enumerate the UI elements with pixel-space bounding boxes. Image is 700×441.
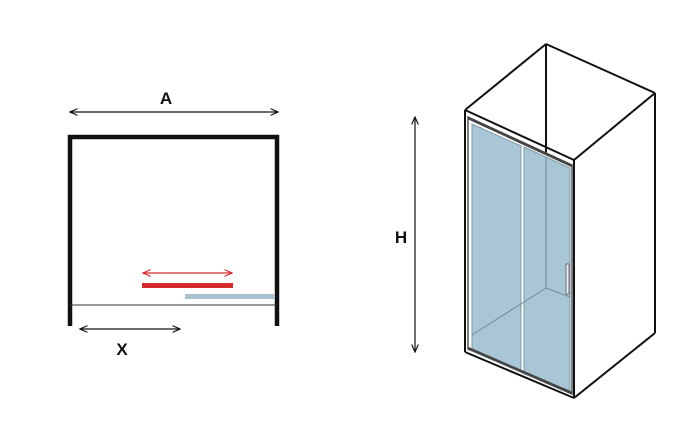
top-rail: [467, 116, 573, 168]
sliding-glass-pane: [523, 146, 571, 392]
enclosure-walls: [67, 134, 280, 326]
floor-line: [471, 287, 571, 336]
perspective-view: H: [395, 43, 656, 399]
fixed-glass-pane: [471, 123, 522, 373]
door-handle: [565, 263, 570, 295]
glass-door: [467, 115, 573, 396]
width-label: A: [160, 89, 172, 108]
sliding-panel: [142, 283, 233, 288]
fixed-panel: [185, 294, 275, 299]
plan-view: A X: [67, 89, 280, 359]
bottom-rail: [467, 346, 573, 395]
height-label: H: [395, 228, 407, 247]
opening-label: X: [116, 340, 128, 359]
